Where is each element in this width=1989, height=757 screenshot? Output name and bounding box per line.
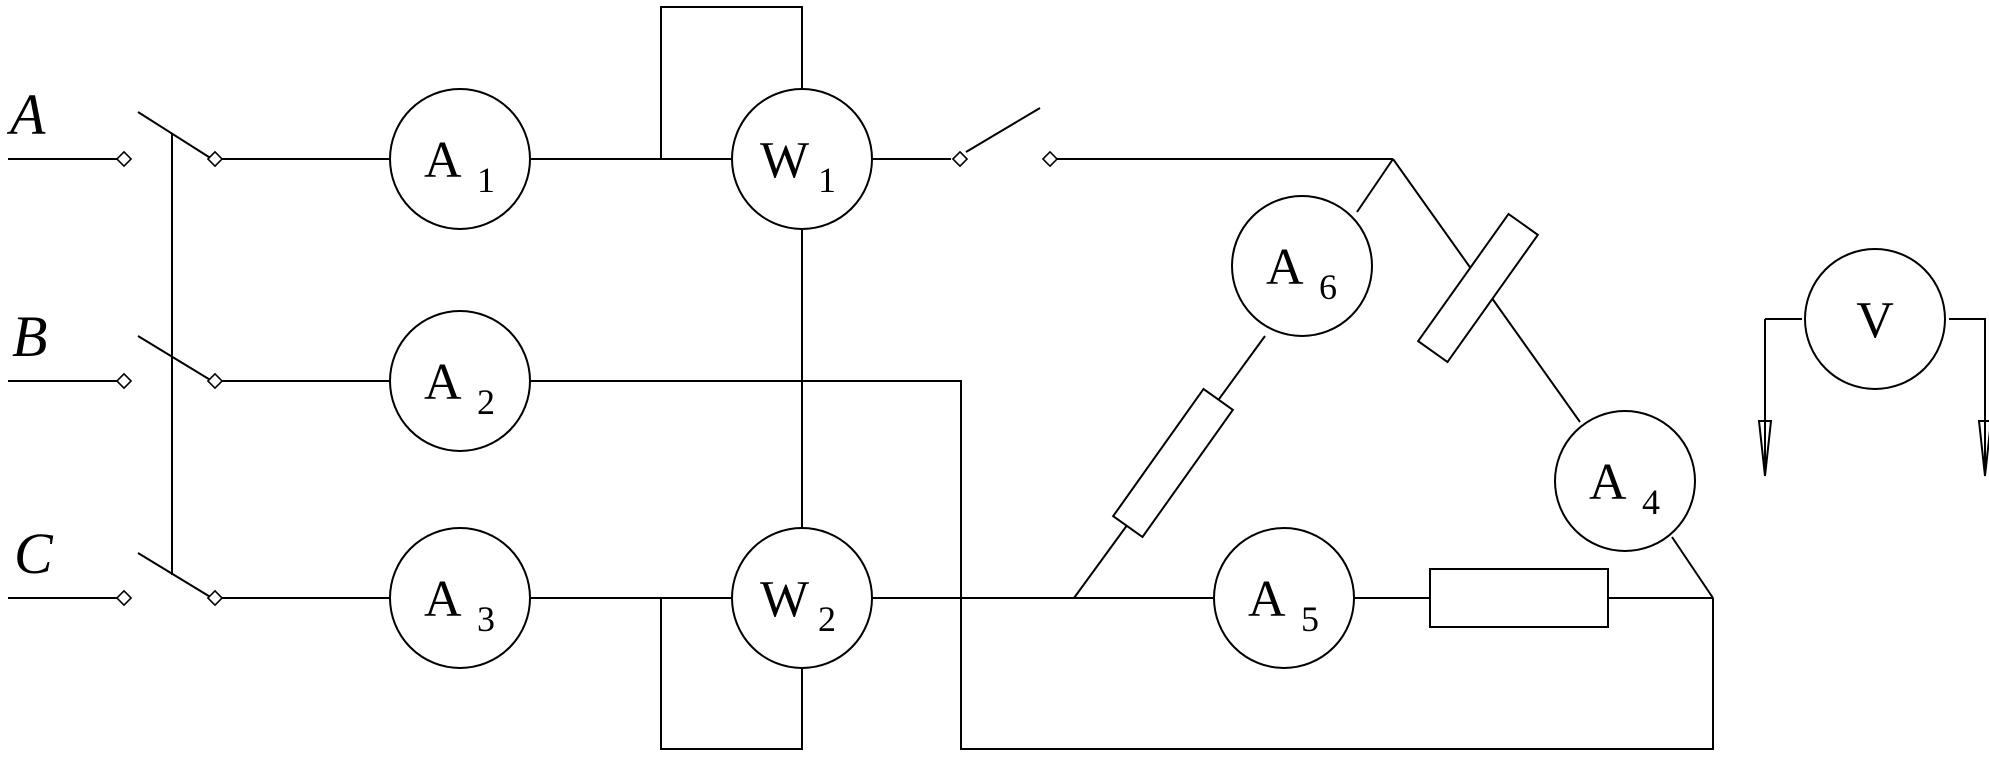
phase-b-label: B [12,304,47,369]
resistor-right-branch [1416,212,1540,364]
delta-left-branch-top [1356,158,1394,213]
meter-a4: A 4 [1554,410,1696,552]
terminal-load-switch-out [1041,150,1059,168]
meter-subscript: 1 [818,160,836,200]
meter-a2: A 2 [389,310,531,452]
ammeter-a2-circle [389,310,531,452]
terminal-c-out [206,589,224,607]
meter-letter: A [424,132,462,189]
terminal-c-in [115,589,133,607]
switch-b-blade [137,335,213,382]
meter-w2: W 2 [731,527,873,669]
resistors [1111,212,1609,628]
meter-a5: A 5 [1213,527,1355,669]
meter-subscript: 2 [818,599,836,639]
ammeter-a6-circle [1231,195,1373,337]
ammeter-a3-circle [389,527,531,669]
meter-subscript: 4 [1642,482,1660,522]
w1-voltage-loop [660,6,803,159]
meter-letter: A [1248,571,1286,628]
phase-a-label: A [6,82,46,147]
meter-letter: A [1266,239,1304,296]
meter-letter: V [1856,292,1894,349]
terminal-a-out [206,150,224,168]
meter-letter: W [760,571,809,628]
meter-subscript: 5 [1301,599,1319,639]
terminal-b-out [206,372,224,390]
wire-b-return [531,380,1714,750]
wattmeter-w2-circle [731,527,873,669]
voltmeter-probes [1757,420,1989,477]
meter-w1: W 1 [731,88,873,230]
wattmeter-w1-circle [731,88,873,230]
meter-a1: A 1 [389,88,531,230]
meter-subscript: 2 [477,382,495,422]
wires [8,6,1986,750]
meter-letter: A [1589,454,1627,511]
terminals [115,150,1059,607]
terminal-load-switch-in [951,150,969,168]
resistor-bottom-branch [1429,568,1609,628]
phase-labels: A B C [6,82,54,586]
meter-subscript: 6 [1319,267,1337,307]
voltmeter-right-lead [1949,318,1986,421]
meter-a6: A 6 [1231,195,1373,337]
meter-letter: A [424,354,462,411]
terminal-a-in [115,150,133,168]
voltmeter-v-circle [1804,248,1946,390]
ammeter-a1-circle [389,88,531,230]
phase-c-label: C [14,521,54,586]
delta-right-branch-bottom [1671,536,1714,599]
w2-voltage-loop [660,598,803,750]
meter-v: V [1804,248,1946,390]
terminal-b-in [115,372,133,390]
resistor-left-branch [1111,387,1235,539]
ammeter-a4-circle [1554,410,1696,552]
switch-a-blade [137,111,213,160]
meter-letter: W [760,132,809,189]
meter-subscript: 1 [477,160,495,200]
meter-letter: A [424,571,462,628]
switch-c-blade [137,552,213,599]
meter-a3: A 3 [389,527,531,669]
meter-subscript: 3 [477,599,495,639]
ammeter-a5-circle [1213,527,1355,669]
load-switch-blade [965,107,1041,153]
